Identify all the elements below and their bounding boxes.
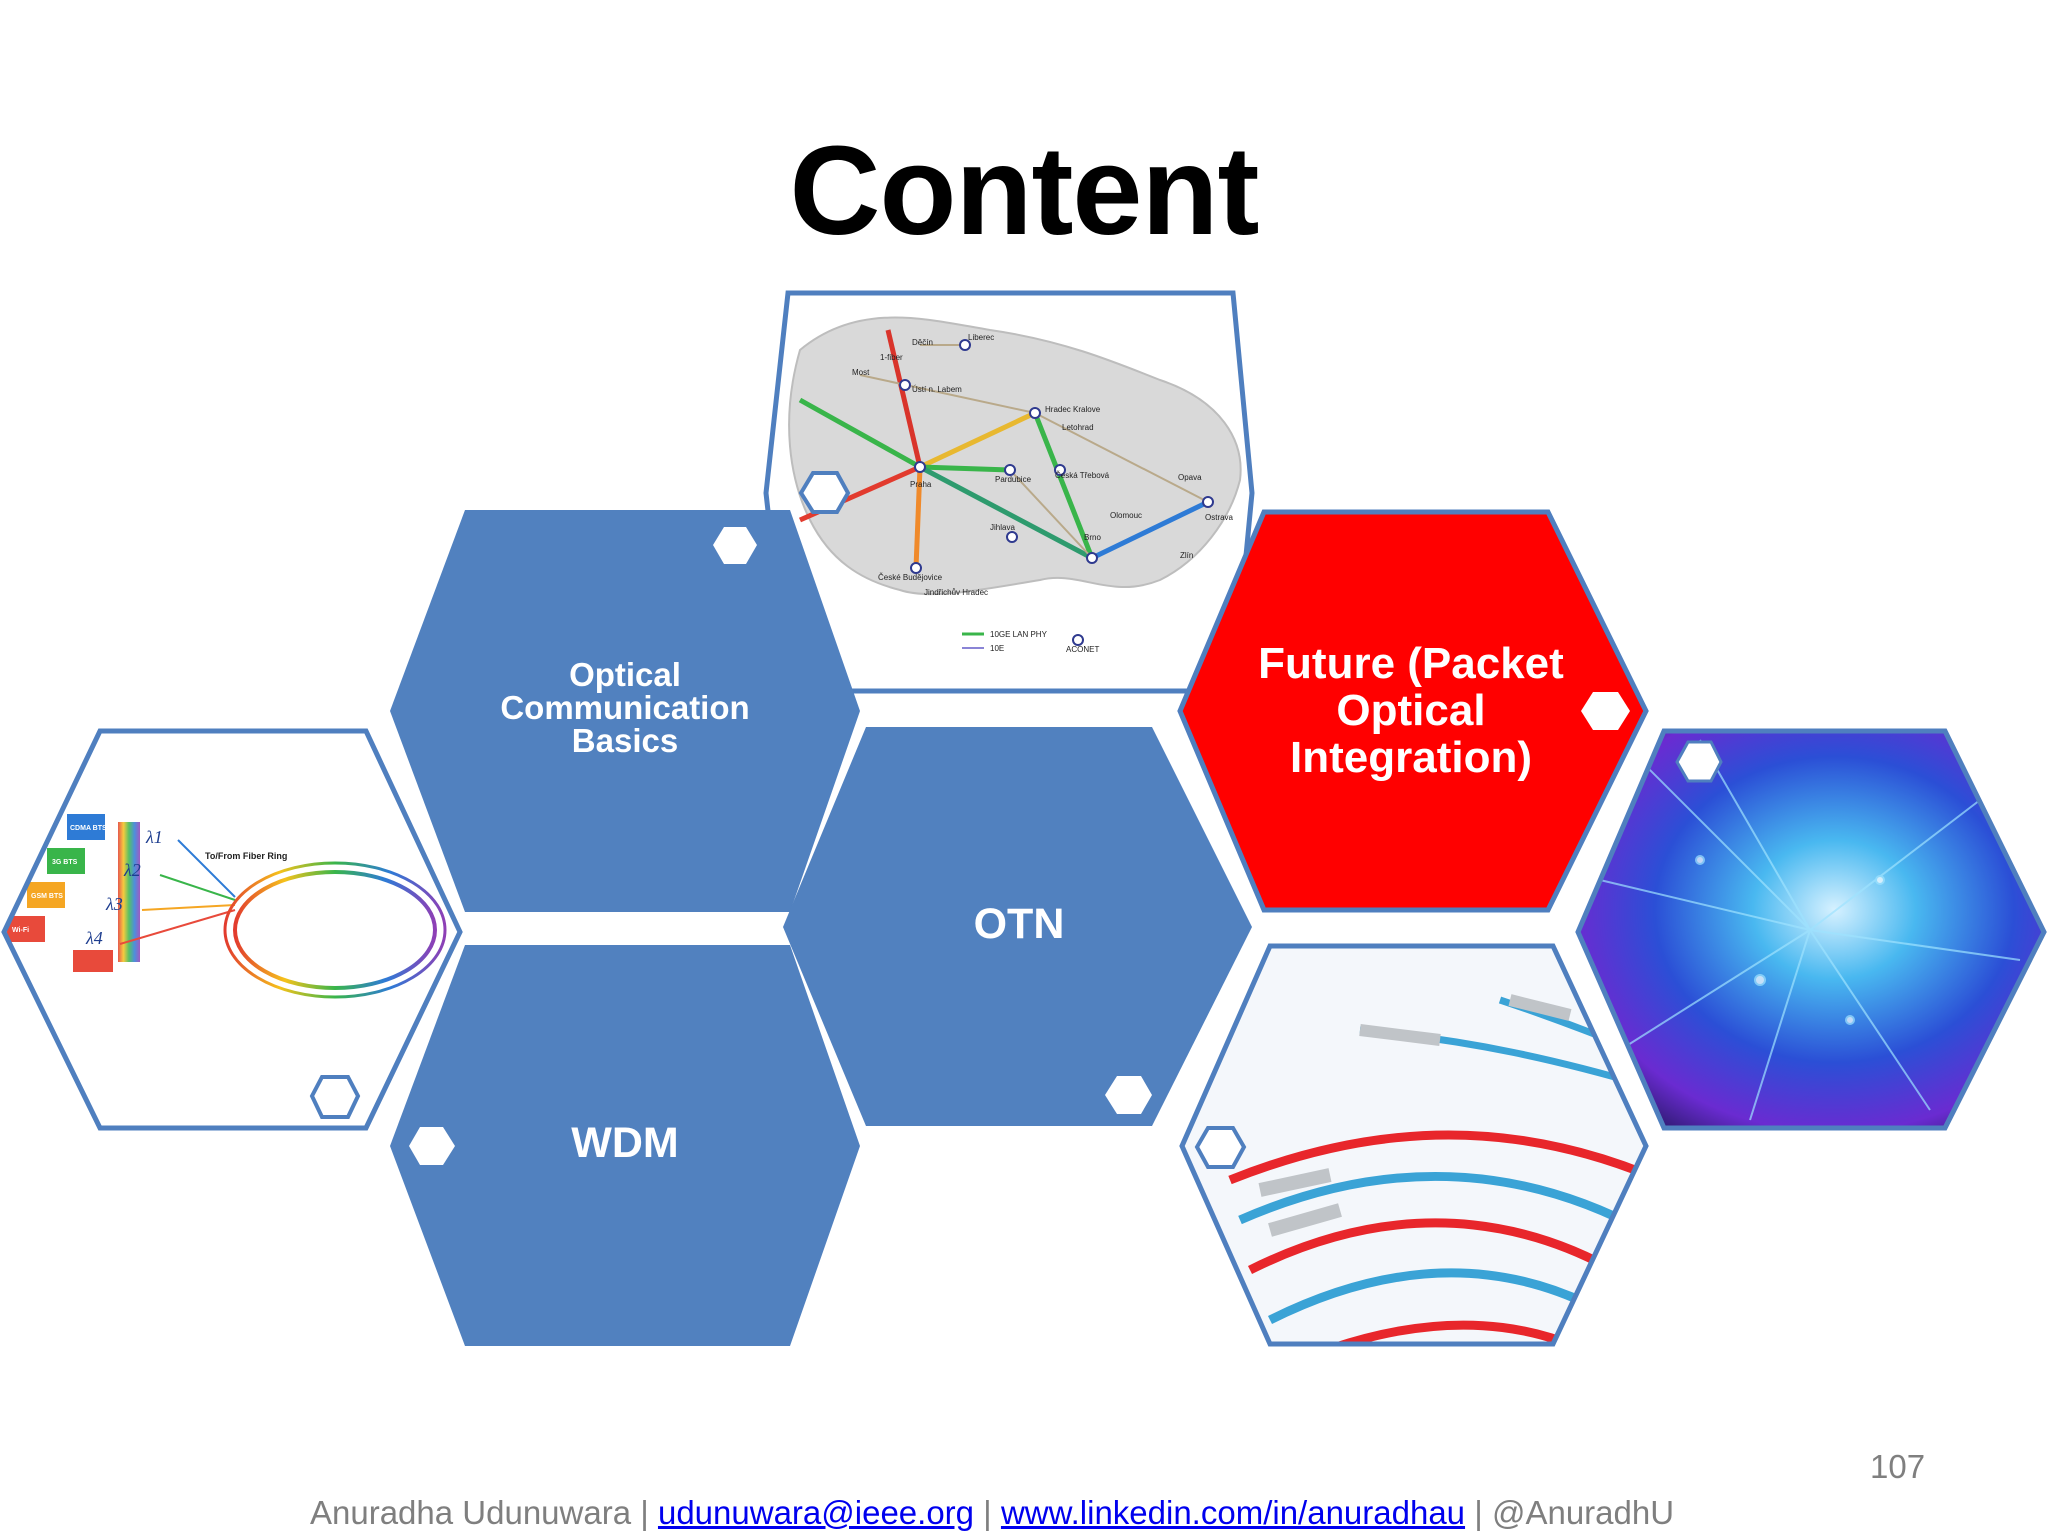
- network-map-image: Děčín Liberec Most Ústí n. Labem Hradec …: [763, 290, 1255, 694]
- hex-badge-icons: [309, 471, 1723, 1169]
- topic-label-wdm[interactable]: WDM: [571, 1119, 679, 1167]
- map-label: Praha: [910, 480, 932, 489]
- fiber-cables-image: [1179, 943, 1649, 1347]
- map-label: Opava: [1178, 473, 1202, 482]
- wdm-label: 3G BTS: [52, 859, 78, 866]
- small-hexagon-icon: [409, 1127, 455, 1165]
- topic-label-future[interactable]: Future (Packet Optical Integration): [1258, 639, 1564, 783]
- page-number: 107: [1870, 1448, 1926, 1485]
- wdm-label: Wi-Fi: [12, 927, 29, 934]
- map-label: České Budějovice: [878, 573, 943, 582]
- slide-title: Content: [789, 120, 1260, 261]
- map-label: Most: [852, 368, 870, 377]
- map-label: Jindřichův Hradec: [924, 588, 988, 597]
- lambda-label: λ1: [145, 827, 163, 847]
- topic-hex-otn[interactable]: [783, 727, 1252, 1126]
- topic-hex-wdm[interactable]: [390, 945, 860, 1346]
- footer-author: Anuradha Udunuwara |: [310, 1494, 658, 1531]
- lambda-label: λ3: [105, 894, 123, 914]
- wdm-ring-image: CDMA BTS 3G BTS GSM BTS Wi-Fi λ1 λ2 λ3 λ…: [1, 728, 463, 1131]
- map-label: Olomouc: [1110, 511, 1142, 520]
- map-label: 10GE LAN PHY: [990, 630, 1048, 639]
- map-label: 1-fiber: [880, 353, 903, 362]
- map-label: Pardubice: [995, 475, 1032, 484]
- map-label: ACONET: [1066, 645, 1099, 654]
- map-label: Liberec: [968, 333, 994, 342]
- lambda-label: λ4: [85, 928, 103, 948]
- map-label: Zlín: [1180, 551, 1193, 560]
- small-hexagon-icon: [309, 1075, 361, 1119]
- map-label: Jihlava: [990, 523, 1015, 532]
- topic-hex-future[interactable]: [1177, 509, 1649, 913]
- map-label: Hradec Kralove: [1045, 405, 1101, 414]
- small-hexagon-icon: [1581, 692, 1630, 730]
- slide-footer: Anuradha Udunuwara | udunuwara@ieee.org …: [310, 1494, 1674, 1532]
- footer-linkedin-link[interactable]: www.linkedin.com/in/anuradhau: [1000, 1494, 1466, 1531]
- map-label: Brno: [1084, 533, 1101, 542]
- topic-hex-optical-basics[interactable]: [390, 510, 860, 912]
- wdm-label: To/From Fiber Ring: [205, 851, 287, 861]
- map-label: 10E: [990, 644, 1004, 653]
- small-hexagon-icon: [1194, 1126, 1247, 1169]
- small-hexagon-icon: [713, 527, 757, 564]
- map-label: Ústí n. Labem: [912, 385, 962, 394]
- map-label: Česká Třebová: [1055, 471, 1110, 480]
- map-label: Ostrava: [1205, 513, 1234, 522]
- map-label: Letohrad: [1062, 423, 1094, 432]
- topic-label-otn[interactable]: OTN: [973, 900, 1065, 948]
- footer-handle: | @AnuradhU: [1465, 1494, 1675, 1531]
- footer-separator: |: [974, 1494, 1001, 1531]
- small-hexagon-icon: [798, 471, 851, 514]
- small-hexagon-icon: [1105, 1076, 1152, 1114]
- small-hexagon-icon: [1675, 740, 1723, 783]
- wdm-label: CDMA BTS: [70, 825, 107, 832]
- wdm-label: GSM BTS: [31, 893, 63, 900]
- lambda-label: λ2: [123, 860, 141, 880]
- fiber-optics-image: [1575, 728, 2047, 1131]
- map-label: Děčín: [912, 338, 933, 347]
- topic-label-optical-basics[interactable]: Optical Communication Basics: [500, 656, 750, 759]
- footer-email-link[interactable]: udunuwara@ieee.org: [657, 1494, 975, 1531]
